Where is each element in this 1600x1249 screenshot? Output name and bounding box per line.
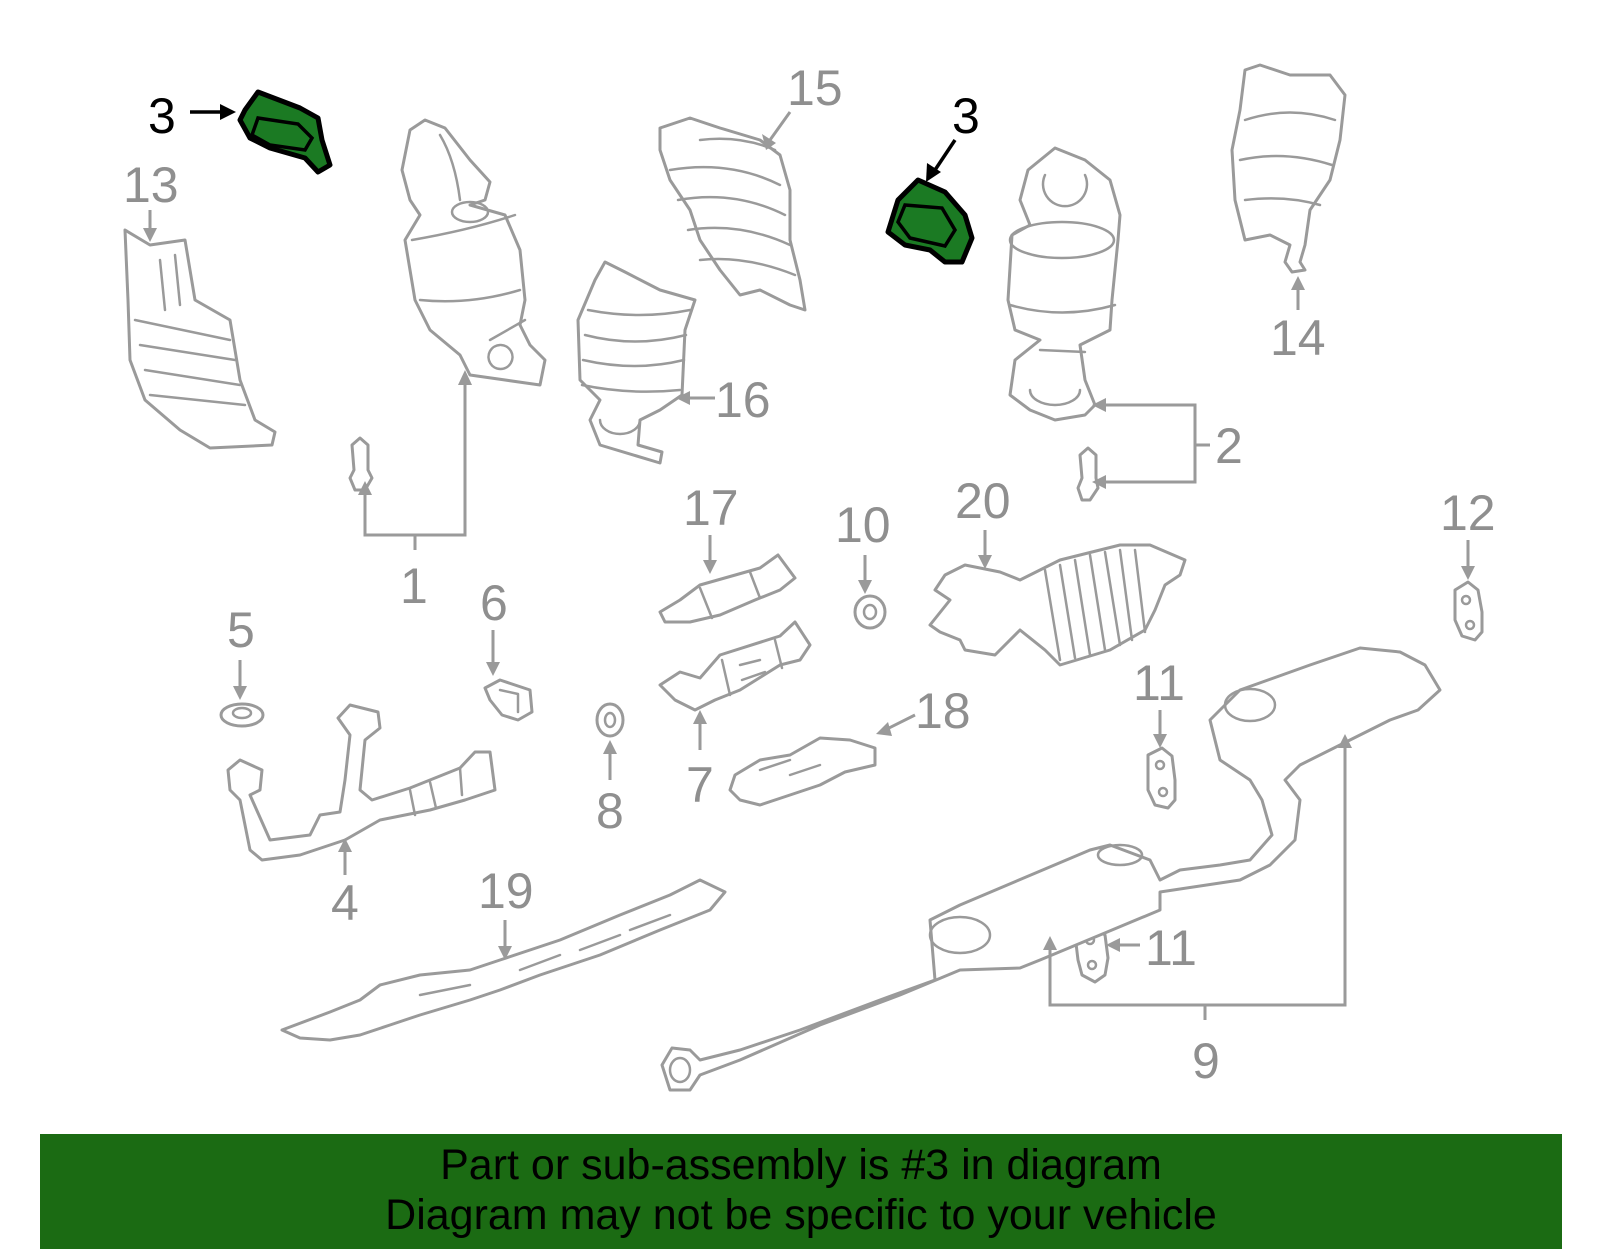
callout-14: 14	[1270, 310, 1326, 366]
callout-7: 7	[686, 757, 714, 813]
callout-2: 2	[1215, 418, 1243, 474]
callout-labels: 3 3 13 15 16 14 2 1 17 10 20 12 6 5 11 1…	[123, 60, 1496, 1089]
callout-16: 16	[715, 372, 771, 428]
callout-19: 19	[478, 863, 534, 919]
callout-3-right: 3	[952, 88, 980, 144]
part-1-oxygen-sensor	[348, 436, 374, 492]
part-19-heat-shield	[280, 878, 727, 1042]
part-2-oxygen-sensor	[1076, 446, 1100, 502]
callout-18: 18	[915, 683, 971, 739]
callout-12: 12	[1440, 485, 1496, 541]
callout-13: 13	[123, 157, 179, 213]
callout-11-upper: 11	[1133, 655, 1185, 711]
callout-15: 15	[787, 60, 843, 116]
callout-5: 5	[227, 602, 255, 658]
part-16-heat-shield	[576, 260, 697, 465]
callout-9: 9	[1192, 1033, 1220, 1089]
leader-arrowheads	[143, 134, 1475, 960]
banner-line-1: Part or sub-assembly is #3 in diagram	[440, 1141, 1162, 1189]
callout-4: 4	[331, 875, 359, 931]
part-3-gasket-right[interactable]	[885, 177, 975, 265]
part-7-converter	[658, 620, 812, 712]
part-10-gasket	[853, 594, 887, 630]
callout-17: 17	[683, 480, 739, 536]
callout-10: 10	[835, 497, 891, 553]
part-12-hanger	[1453, 580, 1484, 642]
leader-lines-highlight	[190, 104, 957, 182]
part-17-converter	[658, 553, 797, 624]
part-14-heat-shield	[1230, 63, 1347, 274]
callout-6: 6	[480, 575, 508, 631]
part-20-heat-shield	[928, 543, 1187, 667]
part-18-heat-shield	[728, 736, 877, 807]
part-6-sensor	[483, 678, 534, 722]
callout-11-lower: 11	[1145, 920, 1197, 976]
part-5-gasket	[219, 702, 265, 728]
part-9-muffler	[660, 646, 1442, 1092]
banner-line-2: Diagram may not be specific to your vehi…	[385, 1191, 1217, 1239]
callout-20: 20	[955, 473, 1011, 529]
part-4-front-pipe	[226, 703, 497, 862]
callout-3-left: 3	[148, 88, 176, 144]
callout-8: 8	[596, 783, 624, 839]
part-8-gasket	[595, 702, 625, 738]
part-13-heat-shield	[123, 228, 277, 450]
info-banner: Part or sub-assembly is #3 in diagram Di…	[40, 1134, 1562, 1249]
part-1-catalytic-converter	[400, 118, 547, 387]
part-2-catalytic-converter	[1006, 146, 1122, 422]
part-3-gasket-left[interactable]	[237, 89, 333, 175]
part-15-heat-shield	[658, 116, 807, 312]
callout-1: 1	[400, 558, 428, 614]
part-11-hanger-upper	[1146, 746, 1177, 810]
